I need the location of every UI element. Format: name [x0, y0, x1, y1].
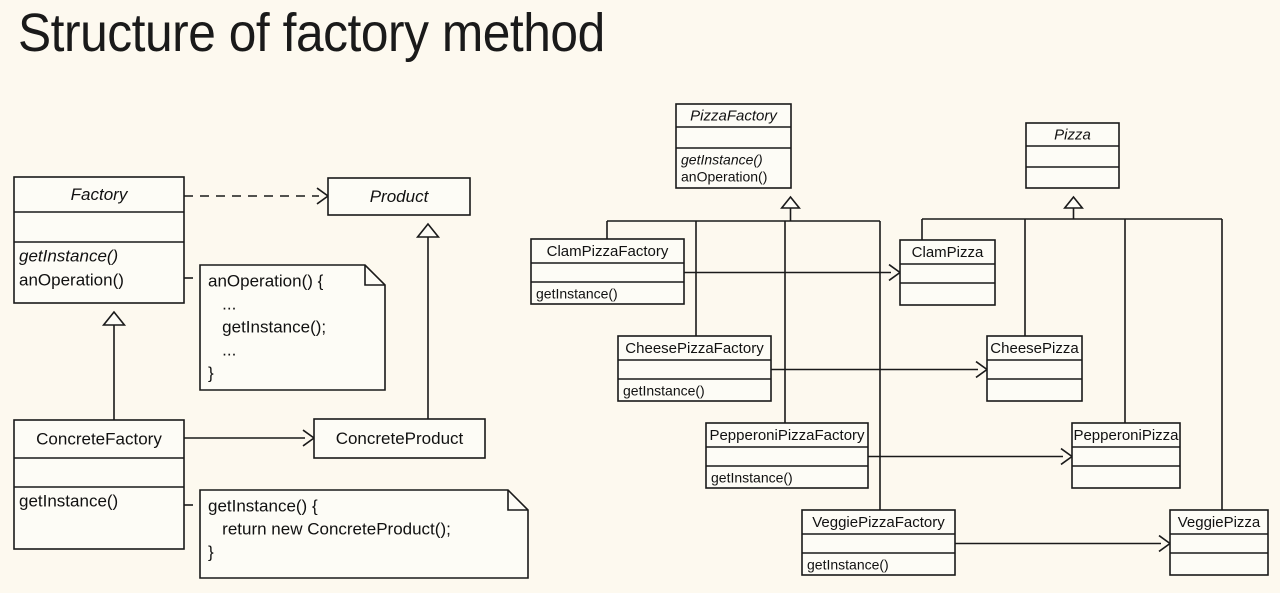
class-box-pepperoni-pizza[interactable]: PepperoniPizza [1071, 422, 1181, 489]
generalization-arrowhead [1063, 195, 1084, 209]
class-name: Product [370, 187, 430, 206]
class-box-factory[interactable]: Factory getInstance() anOperation() [13, 176, 185, 304]
generalization-arrowhead [415, 222, 441, 238]
class-name: VeggiePizza [1178, 514, 1261, 531]
class-name: ConcreteFactory [36, 429, 162, 448]
page-title: Structure of factory method [18, 3, 605, 63]
class-method: getInstance() [19, 246, 118, 265]
class-box-concrete-product[interactable]: ConcreteProduct [313, 418, 486, 459]
class-name: Factory [71, 185, 129, 204]
class-name: ConcreteProduct [336, 429, 464, 448]
generalization-arrowhead [780, 195, 801, 209]
note-line: anOperation() { [208, 271, 324, 290]
class-box-veggie-pizza-factory[interactable]: VeggiePizzaFactory getInstance() [801, 509, 956, 576]
note-line: ... [208, 340, 236, 359]
class-box-product[interactable]: Product [327, 177, 471, 216]
note-line: getInstance() { [208, 496, 318, 515]
class-box-pizza[interactable]: Pizza [1025, 122, 1120, 189]
class-method: getInstance() [536, 286, 618, 302]
note-line: } [208, 542, 214, 561]
class-name: CheesePizza [990, 340, 1079, 357]
class-name: CheesePizzaFactory [625, 340, 764, 357]
class-name: ClamPizzaFactory [547, 243, 669, 260]
class-name: PizzaFactory [690, 107, 778, 124]
class-method: getInstance() [19, 491, 118, 510]
class-name: PepperoniPizzaFactory [709, 427, 865, 444]
class-method: getInstance() [711, 470, 793, 486]
class-method: getInstance() [623, 383, 705, 399]
class-box-veggie-pizza[interactable]: VeggiePizza [1169, 509, 1269, 576]
class-name: ClamPizza [912, 244, 984, 261]
class-name: PepperoniPizza [1073, 427, 1179, 444]
class-box-pizza-factory[interactable]: PizzaFactory getInstance()anOperation() [675, 103, 792, 189]
note-line: ... [208, 294, 236, 313]
class-box-cheese-pizza-factory[interactable]: CheesePizzaFactory getInstance() [617, 335, 772, 402]
class-layer: FactorygetInstance()anOperation()Product… [13, 103, 1269, 576]
note-layer: anOperation() { ... getInstance(); ...}g… [199, 264, 529, 579]
class-box-cheese-pizza[interactable]: CheesePizza [986, 335, 1083, 402]
class-method: anOperation() [681, 169, 767, 185]
class-name: Pizza [1054, 126, 1091, 143]
note-line: getInstance(); [208, 317, 326, 336]
note-line: } [208, 363, 214, 382]
class-name: VeggiePizzaFactory [812, 514, 945, 531]
note-line: return new ConcreteProduct(); [208, 519, 451, 538]
class-box-pepperoni-pizza-factory[interactable]: PepperoniPizzaFactory getInstance() [705, 422, 869, 489]
note-note-anoperation: anOperation() { ... getInstance(); ...} [199, 264, 386, 391]
generalization-arrowhead [101, 310, 127, 326]
class-box-clam-pizza[interactable]: ClamPizza [899, 239, 996, 306]
class-method: getInstance() [807, 557, 889, 573]
class-box-clam-pizza-factory[interactable]: ClamPizzaFactory getInstance() [530, 238, 685, 305]
class-box-concrete-factory[interactable]: ConcreteFactory getInstance() [13, 419, 185, 550]
class-method: getInstance() [681, 152, 763, 168]
class-method: anOperation() [19, 270, 124, 289]
note-note-getinstance: getInstance() { return new ConcreteProdu… [199, 489, 529, 579]
